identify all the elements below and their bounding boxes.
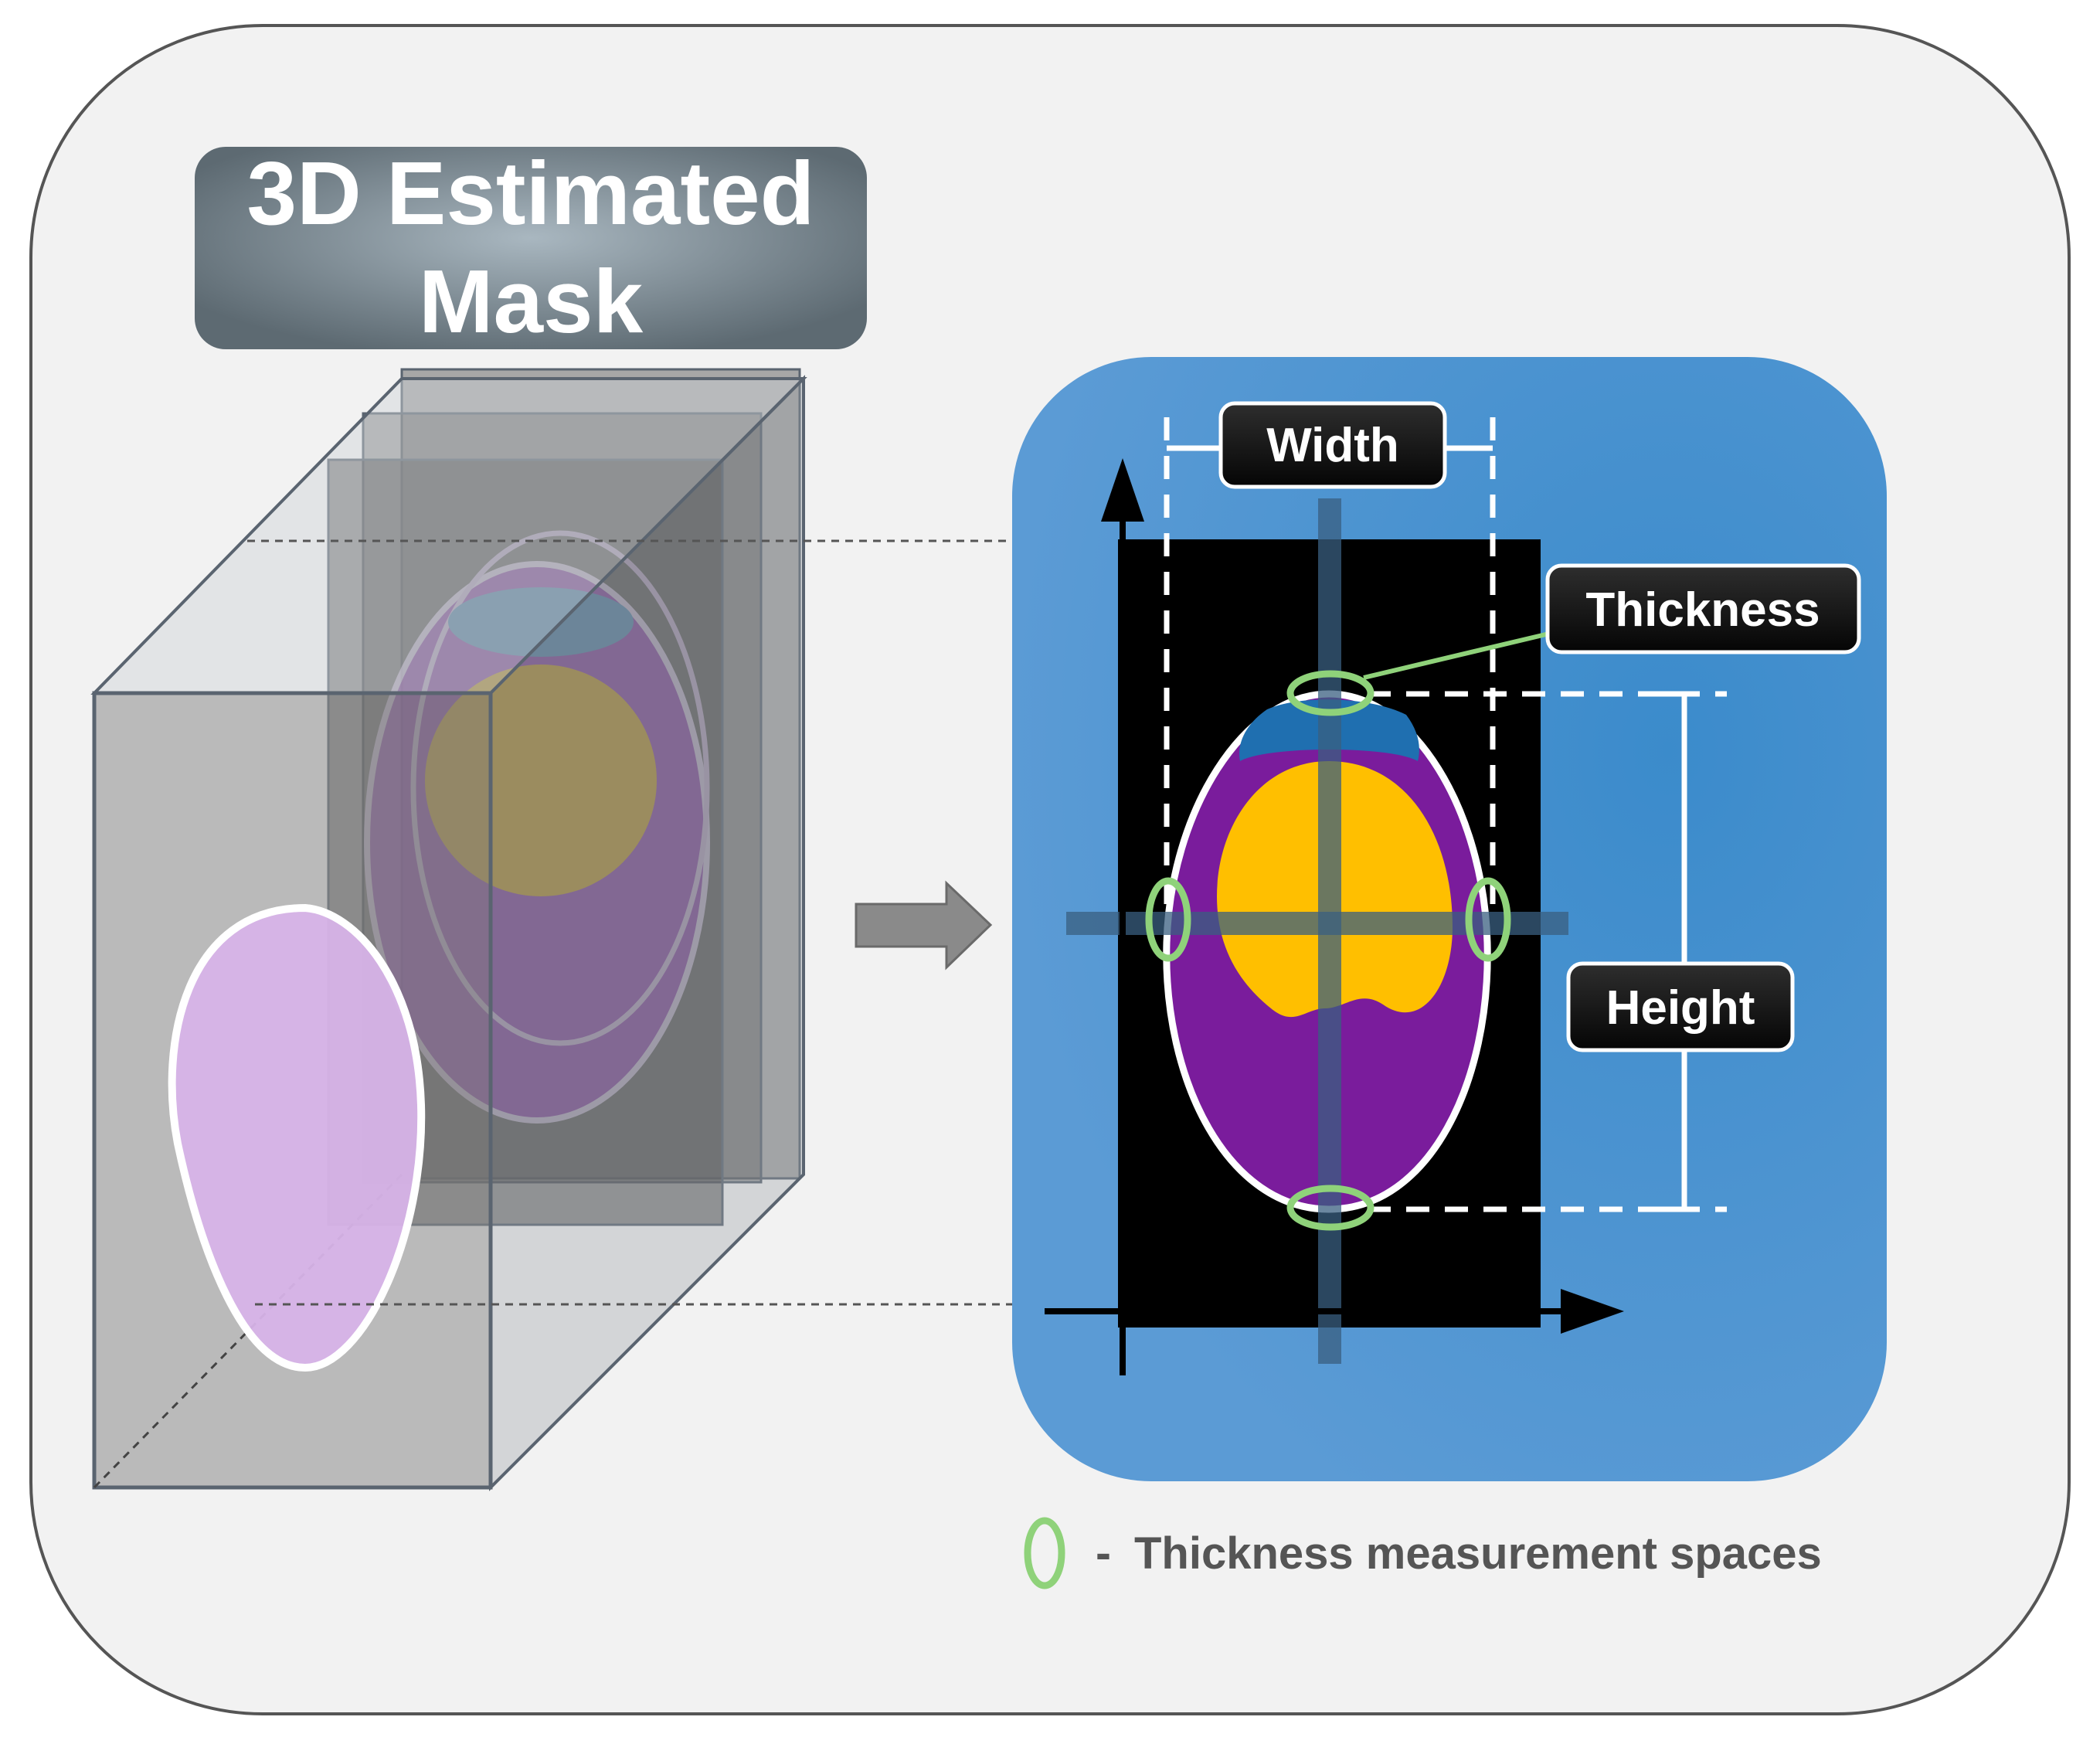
title-line-1: 3D Estimated <box>247 143 815 243</box>
ring-right <box>1465 877 1511 962</box>
thickness-label: Thickness <box>1545 563 1861 654</box>
horizontal-axis-bar <box>1066 912 1568 935</box>
ring-left <box>1145 877 1191 962</box>
title-line-2: Mask <box>419 251 644 352</box>
volume-3d <box>90 368 807 1491</box>
ring-bottom <box>1286 1185 1375 1231</box>
height-label: Height <box>1566 961 1795 1052</box>
legend-text: Thickness measurement spaces <box>1134 1528 1822 1579</box>
height-bracket <box>1661 691 1687 1212</box>
right-arrow-icon <box>855 880 993 971</box>
legend-separator: - <box>1096 1527 1111 1579</box>
title-box <box>195 147 867 349</box>
width-label: Width <box>1218 401 1447 489</box>
width-label-text: Width <box>1266 419 1399 472</box>
front-mask <box>168 903 426 1372</box>
ring-top <box>1286 670 1375 716</box>
thickness-label-text: Thickness <box>1585 583 1820 637</box>
x-axis-arrowhead <box>1561 1289 1624 1334</box>
height-label-text: Height <box>1606 981 1755 1035</box>
green-ellipse-icon <box>1024 1517 1065 1589</box>
thickness-rings <box>1145 670 1511 1231</box>
height-guides <box>1368 691 1727 1212</box>
width-guides <box>1164 417 1496 912</box>
thickness-leader-line <box>1363 631 1550 680</box>
y-axis-arrowhead <box>1101 458 1144 522</box>
